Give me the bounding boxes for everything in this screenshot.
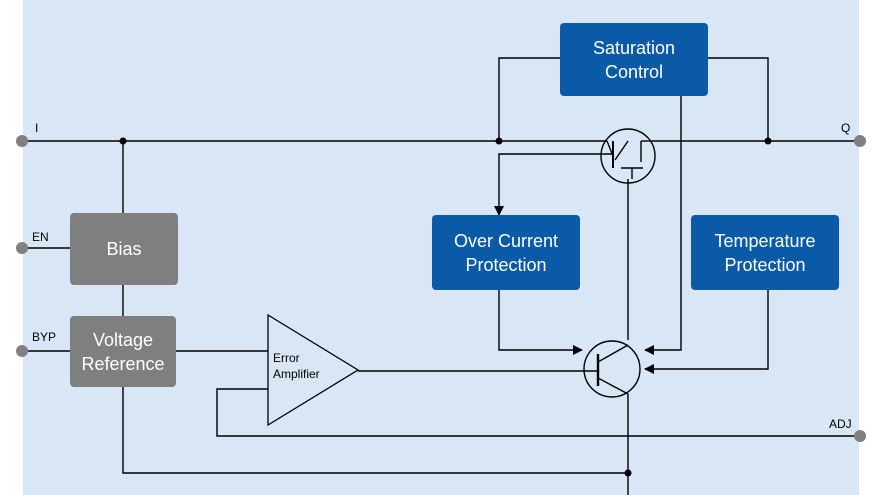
pin-output <box>854 135 866 147</box>
junction-dot <box>495 137 503 145</box>
wire-sat-to-pass <box>644 96 682 355</box>
wire-sense-to-ocp <box>494 153 613 216</box>
voltage-reference-block: Voltage Reference <box>70 316 176 387</box>
pass-transistor <box>583 340 641 398</box>
wire-sat-right <box>708 57 769 141</box>
pin-enable <box>16 242 28 254</box>
saturation-control-block: Saturation Control <box>560 23 708 96</box>
junction-dot <box>119 137 127 145</box>
pin-input <box>16 135 28 147</box>
pin-adjust <box>854 430 866 442</box>
temperature-protection-block: Temperature Protection <box>691 215 839 290</box>
wire-ref-ground <box>122 387 628 474</box>
wire-sat-left <box>498 57 560 141</box>
wire-ocp-to-pass <box>498 290 583 355</box>
over-current-protection-block: Over Current Protection <box>432 215 580 290</box>
bias-block: Bias <box>70 213 178 285</box>
wire-temp-to-pass <box>644 290 769 374</box>
junction-dot <box>764 137 772 145</box>
pin-label-input: I <box>35 121 39 135</box>
pin-bypass <box>16 345 28 357</box>
pin-label-adjust: ADJ <box>829 417 852 431</box>
pin-label-output: Q <box>841 121 851 135</box>
error-amplifier-symbol <box>267 313 360 427</box>
pin-label-bypass: BYP <box>32 330 57 344</box>
wire-adj-feedback <box>216 388 860 437</box>
junction-dot <box>624 469 632 477</box>
sense-transistor <box>600 128 656 184</box>
error-amplifier-label: Error Amplifier <box>273 351 320 381</box>
pin-label-enable: EN <box>32 230 49 244</box>
